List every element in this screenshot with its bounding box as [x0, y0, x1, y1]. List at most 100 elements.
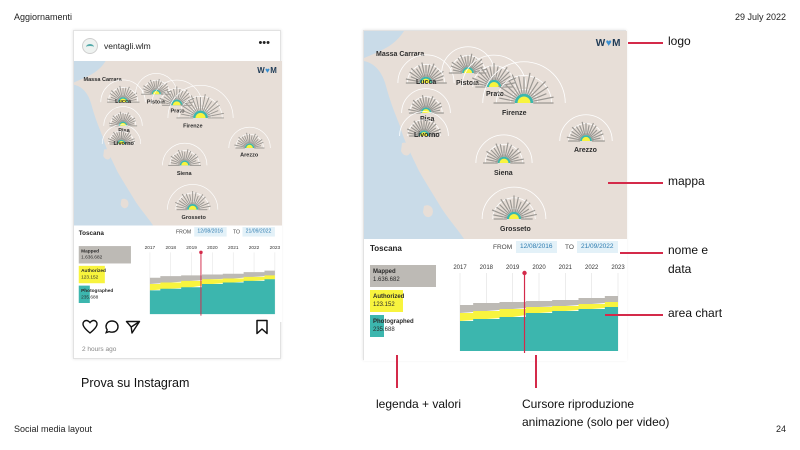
area-chart-annotation-line: [605, 314, 663, 316]
city-label: Firenze: [502, 110, 527, 117]
year-tick-label: 2022: [585, 265, 599, 271]
section-title: Aggiornamenti: [14, 12, 73, 22]
instagram-caption: Prova su Instagram: [81, 376, 190, 390]
year-tick-label: 2021: [228, 245, 239, 251]
area-mapped: [149, 270, 275, 285]
map-annotation-line: [608, 182, 663, 184]
region-name: Toscana: [78, 229, 104, 237]
heart-like-icon[interactable]: [82, 319, 98, 335]
city-label: Lucca: [115, 98, 132, 105]
city-label: Pisa: [420, 116, 435, 123]
avatar[interactable]: [82, 38, 98, 54]
year-tick-label: 2022: [249, 245, 260, 251]
username[interactable]: ventagli.wlm: [104, 41, 151, 51]
playback-cursor-handle[interactable]: [522, 270, 527, 276]
bookmark-icon[interactable]: [254, 319, 270, 335]
city-label: Livorno: [113, 140, 134, 147]
legend-authorized-bar: [78, 265, 105, 284]
city-fan-chart: [481, 186, 547, 220]
name-date-annotation-2: data: [668, 262, 692, 276]
city-fan-chart: [475, 134, 533, 164]
region-name: Toscana: [370, 244, 402, 253]
heart-icon: ♥: [605, 38, 613, 49]
from-label: FROM: [493, 244, 513, 251]
year-tick-label: 2017: [145, 245, 156, 251]
playback-cursor-handle[interactable]: [199, 250, 203, 255]
year-tick-label: 2020: [532, 265, 546, 271]
heart-icon: ♥: [265, 66, 271, 76]
city-label: Livorno: [414, 132, 440, 139]
year-tick-label: 2023: [270, 245, 281, 251]
year-tick-label: 2017: [453, 265, 467, 271]
stats-panel: Toscana FROM 12/08/2016 TO 21/09/2022 Ma…: [74, 225, 282, 322]
cursor-annotation-line: [535, 355, 537, 388]
area-chart-annotation: area chart: [668, 306, 723, 320]
area-chart: 2017 2018 2019 2020 2021 2022 2023: [145, 245, 281, 316]
area-authorized: [149, 275, 275, 291]
post-timestamp: 2 hours ago: [82, 346, 117, 353]
year-tick-label: 2018: [165, 245, 176, 251]
name-date-annotation-1: nome e: [668, 243, 709, 257]
city-fan-chart: [228, 126, 271, 149]
to-label: TO: [565, 244, 574, 251]
logo-annotation: logo: [668, 34, 691, 48]
area-photographed: [460, 307, 618, 351]
city-label: Massa Carrara: [376, 51, 425, 58]
page-number: 24: [775, 424, 786, 434]
year-tick-label: 2019: [506, 265, 520, 271]
city-fan-chart: [162, 142, 208, 166]
city-fan-chart: [401, 88, 451, 114]
to-date: 21/09/2022: [577, 241, 618, 253]
slide-date: 29 July 2022: [734, 12, 786, 22]
city-fan-chart: [100, 79, 146, 103]
city-label: Pistoia: [146, 99, 165, 106]
year-tick-label: 2018: [480, 265, 494, 271]
logo-annotation-line: [628, 42, 663, 44]
city-fan-chart: [167, 184, 219, 211]
year-tick-label: 2020: [207, 245, 218, 251]
city-label: Prato: [170, 108, 185, 114]
legend-mapped-bar: [370, 265, 436, 287]
city-label: Siena: [494, 170, 513, 177]
city-label: Pistoia: [456, 80, 479, 87]
city-fan-chart: [167, 85, 234, 119]
city-label: Arezzo: [240, 152, 259, 159]
name-date-annotation-line: [620, 252, 663, 254]
year-tick-label: 2019: [186, 245, 197, 251]
area-authorized: [460, 302, 618, 321]
city-label: Massa Carrara: [83, 76, 122, 83]
legend-authorized-bar: [370, 290, 403, 312]
legend-photographed-bar: [78, 285, 90, 304]
to-label: TO: [232, 229, 241, 235]
city-label: Grosseto: [181, 215, 206, 221]
cursor-annotation-1: Cursore riproduzione: [522, 397, 635, 411]
area-mapped: [460, 296, 618, 313]
stats-panel: Toscana FROM 12/08/2016 TO 21/09/2022 Ma…: [364, 239, 627, 361]
share-icon[interactable]: [125, 319, 141, 335]
city-label: Lucca: [416, 79, 437, 86]
legend-annotation: legenda + valori: [376, 397, 462, 411]
legend-photographed-bar: [370, 315, 384, 337]
footer-title: Social media layout: [14, 424, 93, 434]
wlm-logo: W♥M: [257, 66, 278, 76]
cursor-annotation-2: animazione (solo per video): [522, 415, 670, 429]
from-label: FROM: [176, 229, 192, 235]
city-label: Grosseto: [500, 226, 531, 233]
more-options-icon[interactable]: •••: [258, 37, 270, 49]
city-fan-chart: [559, 114, 613, 142]
year-tick-label: 2021: [559, 265, 573, 271]
comment-icon[interactable]: [104, 319, 120, 335]
city-label: Arezzo: [574, 147, 597, 154]
